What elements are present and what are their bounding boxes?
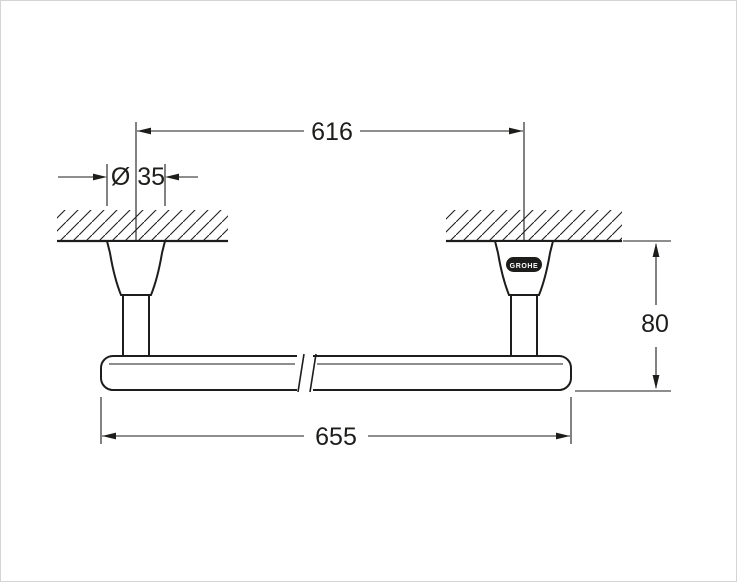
- arrow-left-icon: [165, 173, 179, 181]
- dimension-wall-projection: 80: [575, 240, 671, 392]
- arrow-right-icon: [509, 127, 523, 135]
- arrow-right-icon: [556, 432, 570, 440]
- wall-hatch-right: [446, 210, 622, 241]
- arrow-left-icon: [137, 127, 151, 135]
- brand-logo-badge: [506, 257, 542, 272]
- brand-logo: GROHE: [506, 257, 542, 272]
- dimension-center-distance: 616: [137, 118, 523, 146]
- bar-break-line: [297, 353, 305, 393]
- dimension-flange-diameter: Ø 35: [58, 163, 198, 206]
- dim-label-flange-diameter: Ø 35: [111, 163, 165, 191]
- escutcheon-left: [105, 240, 167, 296]
- wall-hatch-left: [57, 210, 228, 241]
- towel-bar: [100, 353, 572, 393]
- dim-label-wall-projection: 80: [641, 310, 669, 338]
- brand-logo-text: GROHE: [510, 263, 539, 270]
- bar-break-line: [309, 353, 317, 393]
- bar-break-gap: [297, 353, 313, 393]
- arrow-down-icon: [652, 375, 660, 389]
- towel-bar-body: [100, 355, 572, 391]
- dimension-overall-length: 655: [100, 397, 572, 451]
- dim-label-center-distance: 616: [311, 118, 353, 146]
- arrow-up-icon: [652, 243, 660, 257]
- arrow-left-icon: [102, 432, 116, 440]
- dim-label-overall-length: 655: [315, 423, 357, 451]
- arrow-right-icon: [93, 173, 107, 181]
